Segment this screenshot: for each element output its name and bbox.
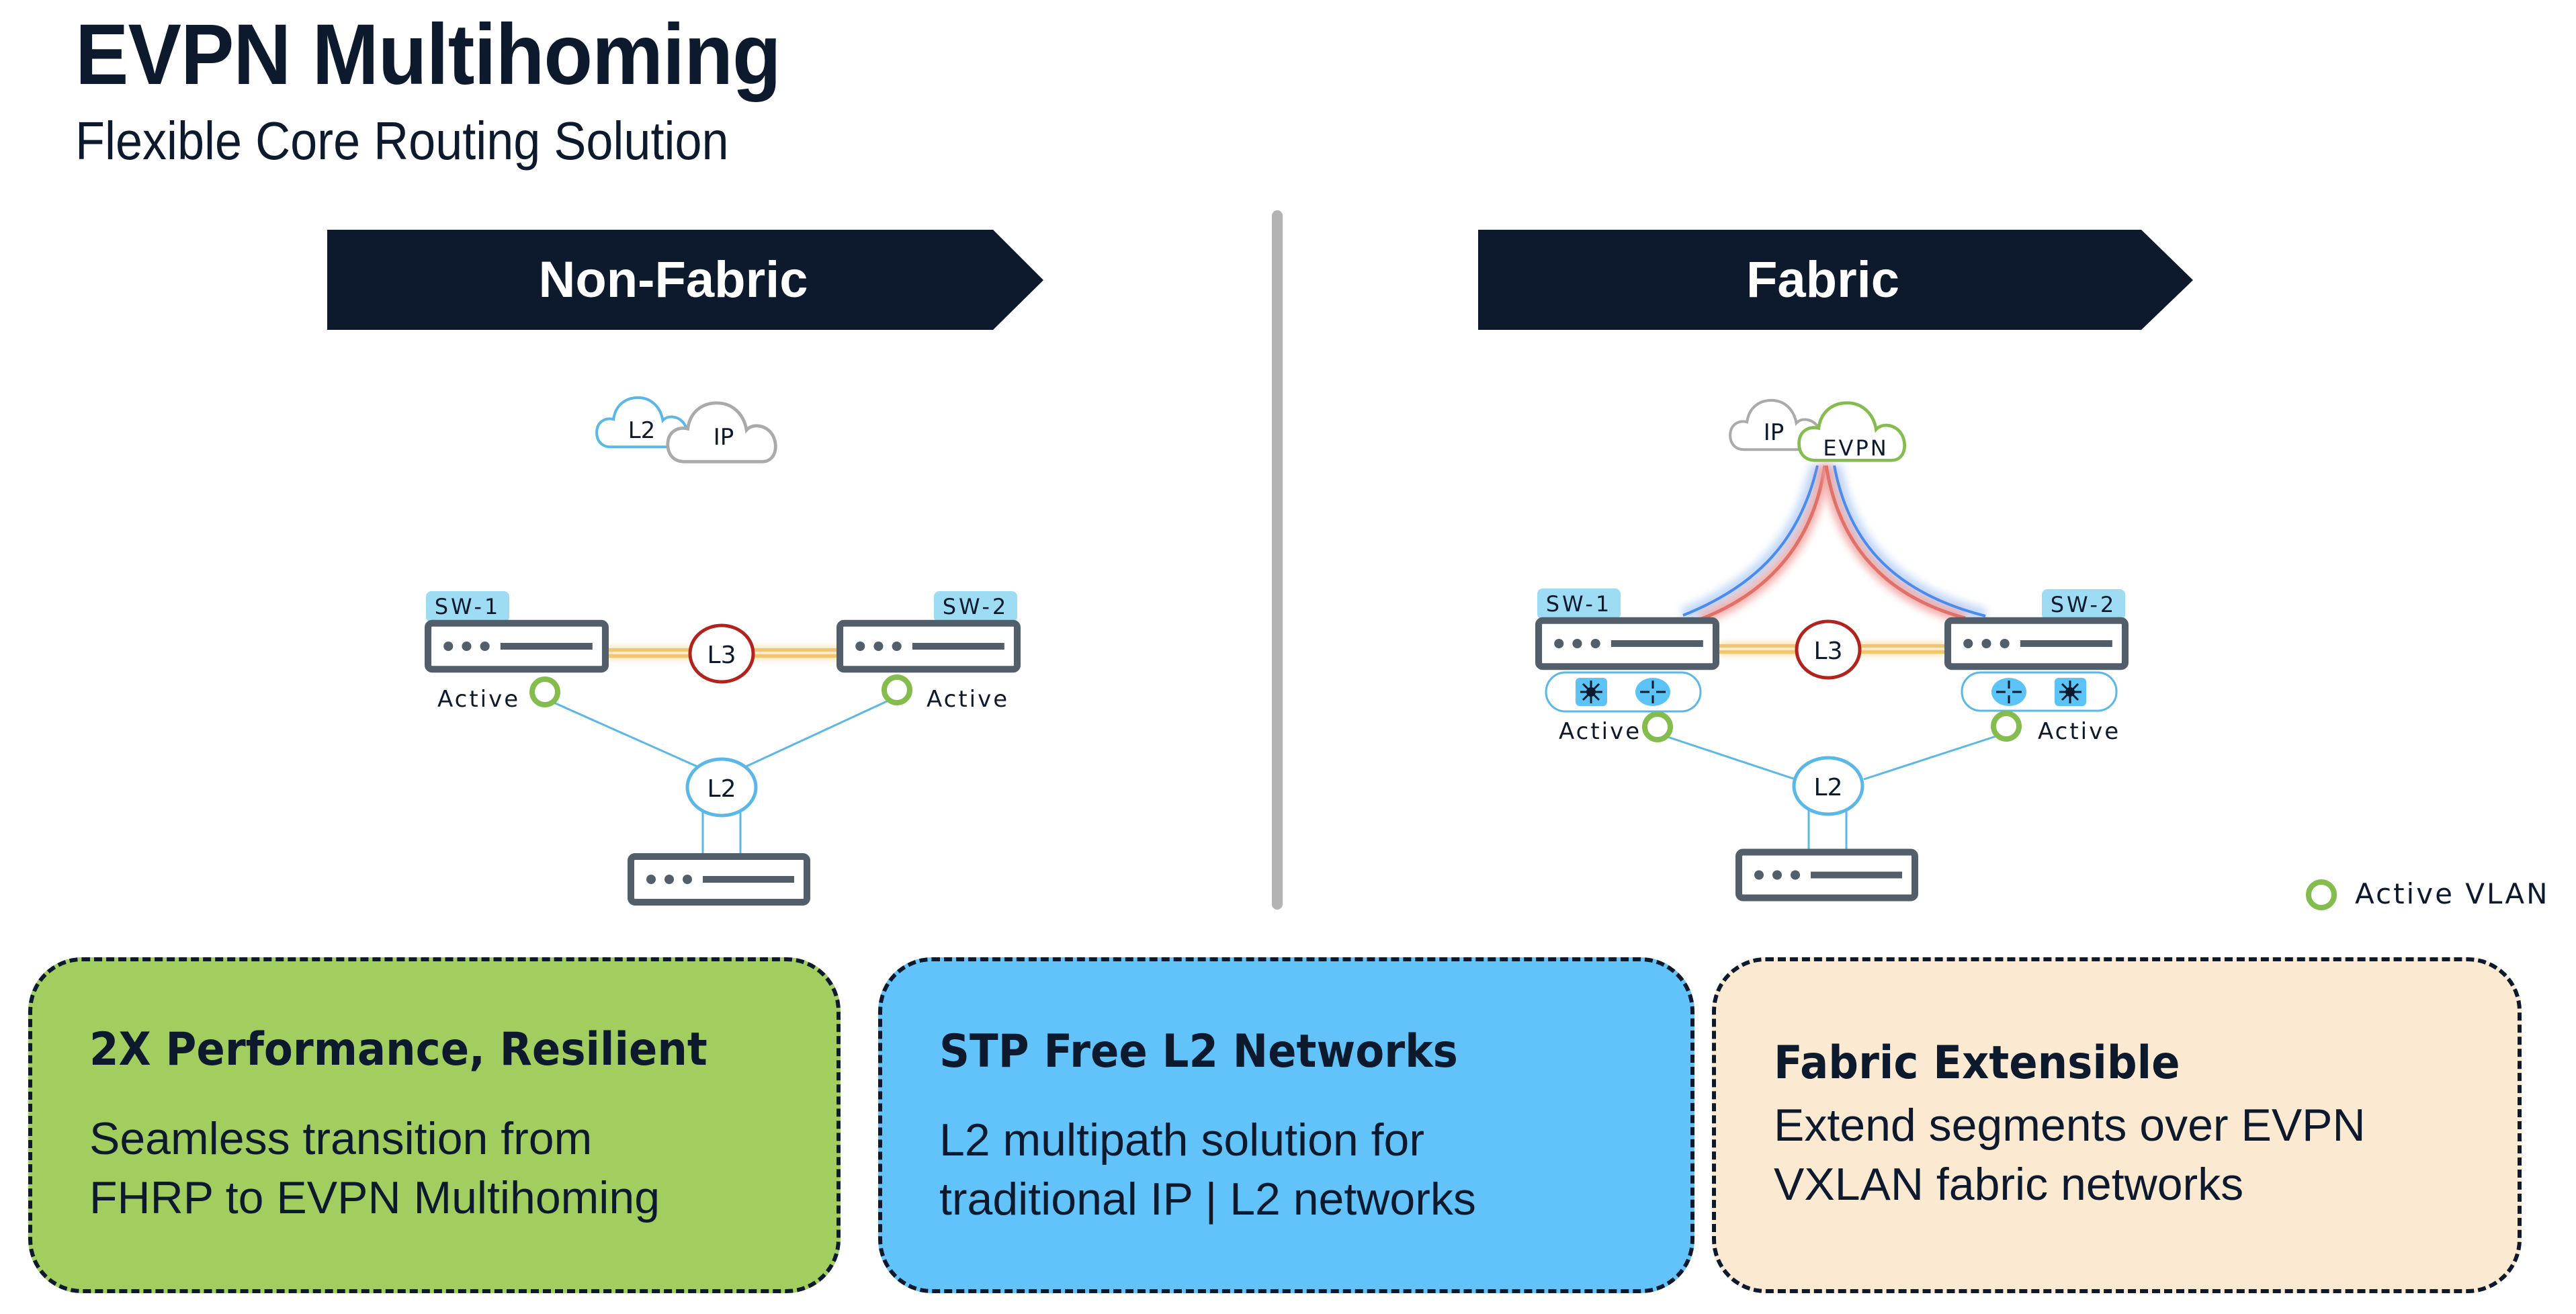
fabric-diagram: IP EVPN SW-1 [1537,400,2125,898]
router-icon [1635,678,1670,706]
switch-sw2[interactable]: SW-2 [840,591,1017,669]
fabric-banner-label: Fabric [1746,251,1899,308]
active-vlan-ring-icon [1642,711,1673,742]
ip-cloud-icon: IP [668,403,775,462]
switch-sw1[interactable]: SW-1 [426,591,605,669]
l2-label: L2 [707,775,736,803]
fabric-switch-sw2[interactable]: SW-2 [1948,589,2125,712]
non-fabric-diagram: L2 IP SW-1 SW-2 [426,398,1017,902]
evpn-cloud-icon: EVPN [1799,403,1905,461]
sw2-role-pill [1961,671,2118,712]
sw2-device-icon [840,623,1017,670]
l2-switch-icon [2055,678,2086,706]
sw1-device-icon [428,623,605,670]
evpn-uplink-sw1 [1680,464,1831,625]
fabric-banner: Fabric [1478,230,2193,330]
fabric-sw1-label: SW-1 [1546,591,1613,617]
legend-label: Active VLAN [2355,877,2550,910]
fabric-l3-label: L3 [1814,638,1843,665]
fabric-ip-cloud-label: IP [1764,419,1785,446]
fabric-l2-label: L2 [1814,774,1843,801]
l3-node: L3 [688,623,755,684]
card-performance: 2X Performance, Resilient Seamless trans… [28,957,841,1293]
sw1-tag [426,591,509,622]
l2-node: L2 [685,757,758,818]
card-body-line: FHRP to EVPN Multihoming [89,1172,660,1223]
l2-link-sw2 [744,695,898,769]
l2-link-sw1 [544,697,699,769]
legend-active-vlan-icon [2306,879,2337,910]
access-device-icon [631,857,807,902]
sw1-status: Active [437,686,520,713]
fabric-sw1-device-icon [1539,621,1716,667]
l2-switch-icon [1576,678,1607,706]
ip-cloud-label: IP [714,424,734,451]
card-body-line: VXLAN fabric networks [1774,1159,2244,1210]
fabric-sw2-tag [2042,589,2125,620]
fabric-sw2-device-icon [1948,621,2125,667]
fabric-l2-link-sw2 [1863,732,2007,781]
sw2-tag [934,591,1017,622]
card-body-line: traditional IP | L2 networks [939,1174,1476,1225]
active-vlan-ring-icon [529,676,560,707]
fabric-l3-node: L3 [1795,619,1862,680]
card-heading: STP Free L2 Networks [939,1025,1458,1078]
fabric-l2-node: L2 [1792,756,1864,816]
router-icon [1991,678,2026,706]
fabric-switch-sw1[interactable]: SW-1 [1537,588,1716,713]
non-fabric-banner-label: Non-Fabric [538,251,808,308]
ip-cloud-icon: IP [1730,400,1821,449]
evpn-cloud-label: EVPN [1823,435,1888,461]
active-vlan-ring-icon [882,674,912,705]
card-heading: Fabric Extensible [1774,1037,2180,1090]
card-heading: 2X Performance, Resilient [89,1023,707,1076]
card-body-line: Seamless transition from [89,1113,593,1164]
evpn-uplink-sw2 [1820,464,1987,624]
fabric-sw2-label: SW-2 [2051,592,2117,617]
card-stp-free: STP Free L2 Networks L2 multipath soluti… [878,957,1694,1293]
diagram-canvas: Non-Fabric Fabric L2 IP SW-1 [327,210,2337,910]
fabric-sw2-status: Active [2038,718,2120,745]
page-title: EVPN Multihoming [75,7,781,103]
card-fabric-extensible: Fabric Extensible Extend segments over E… [1712,957,2522,1293]
non-fabric-banner: Non-Fabric [327,230,1043,330]
active-vlan-ring-icon [1991,711,2022,742]
fabric-sw1-tag [1537,588,1621,619]
l2-cloud-icon: L2 [597,398,687,447]
fabric-l2-link-sw1 [1657,732,1796,781]
sw1-role-pill [1545,671,1702,713]
l2-cloud-label: L2 [628,417,656,444]
fabric-access-device-icon [1739,852,1915,898]
page-subtitle: Flexible Core Routing Solution [75,111,729,171]
sw2-status: Active [927,686,1009,713]
l3-label: L3 [707,642,736,669]
fabric-sw1-status: Active [1559,718,1641,745]
sw2-label: SW-2 [943,594,1009,619]
card-body-line: L2 multipath solution for [939,1114,1424,1166]
card-body-line: Extend segments over EVPN [1774,1100,2366,1151]
sw1-label: SW-1 [435,594,501,619]
